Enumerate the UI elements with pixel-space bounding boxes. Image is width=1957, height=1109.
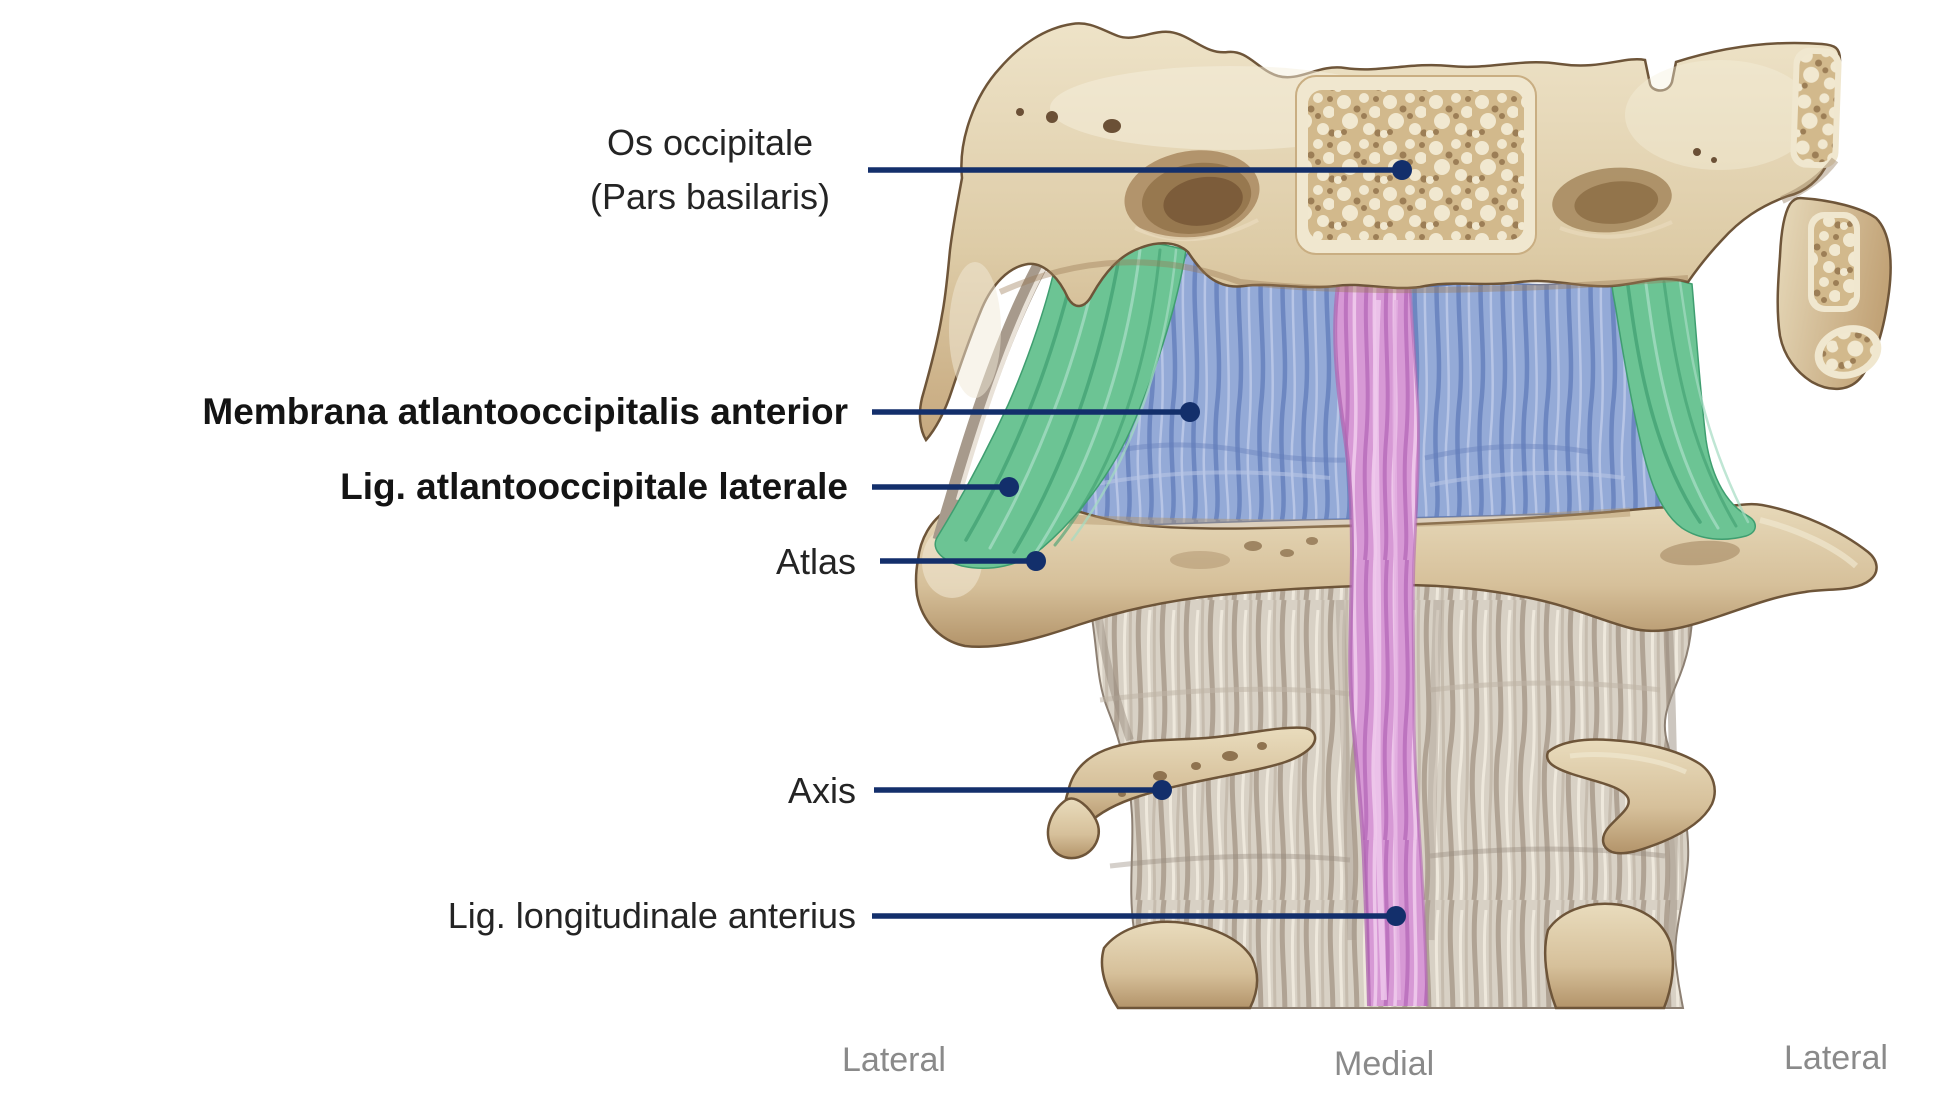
label-atlas: Atlas xyxy=(775,541,856,582)
spongy-strip-right xyxy=(1790,47,1842,169)
label-lig-atlantooccipitale-laterale: Lig. atlantooccipitale laterale xyxy=(340,466,848,507)
label-membrana-atlantooccipitalis-anterior: Membrana atlantooccipitalis anterior xyxy=(202,391,848,432)
orientation-label-medial: Medial xyxy=(1334,1045,1435,1083)
label-os-occipitale-line2: (Pars basilaris) xyxy=(589,176,831,217)
label-lig-longitudinale-anterius: Lig. longitudinale anterius xyxy=(447,895,856,936)
label-os-occipitale-line1: Os occipitale xyxy=(606,122,814,163)
orientation-label-lateral-left: Lateral xyxy=(842,1041,946,1079)
membrana-dot xyxy=(1180,402,1200,422)
lig-laterale-dot xyxy=(999,477,1019,497)
os-occipitale-bone xyxy=(918,22,1842,443)
atlas-dot xyxy=(1026,551,1046,571)
foramina xyxy=(1016,108,1717,163)
condyle-fossa-right xyxy=(1552,167,1672,233)
axis-dot xyxy=(1152,780,1172,800)
annotations xyxy=(868,160,1412,926)
label-os-occipitale: Os occipitale (Pars basilaris) xyxy=(520,116,900,224)
spongy-bone-section xyxy=(1295,75,1537,255)
right-bone-fragment xyxy=(1776,196,1892,390)
axis-bone xyxy=(1046,726,1716,860)
os-occipitale-dot xyxy=(1392,160,1412,180)
orientation-label-lateral-right: Lateral xyxy=(1784,1039,1888,1077)
lig-longitudinale-dot xyxy=(1386,906,1406,926)
bottom-bone-fragments xyxy=(1100,902,1675,1010)
label-axis: Axis xyxy=(787,770,856,811)
